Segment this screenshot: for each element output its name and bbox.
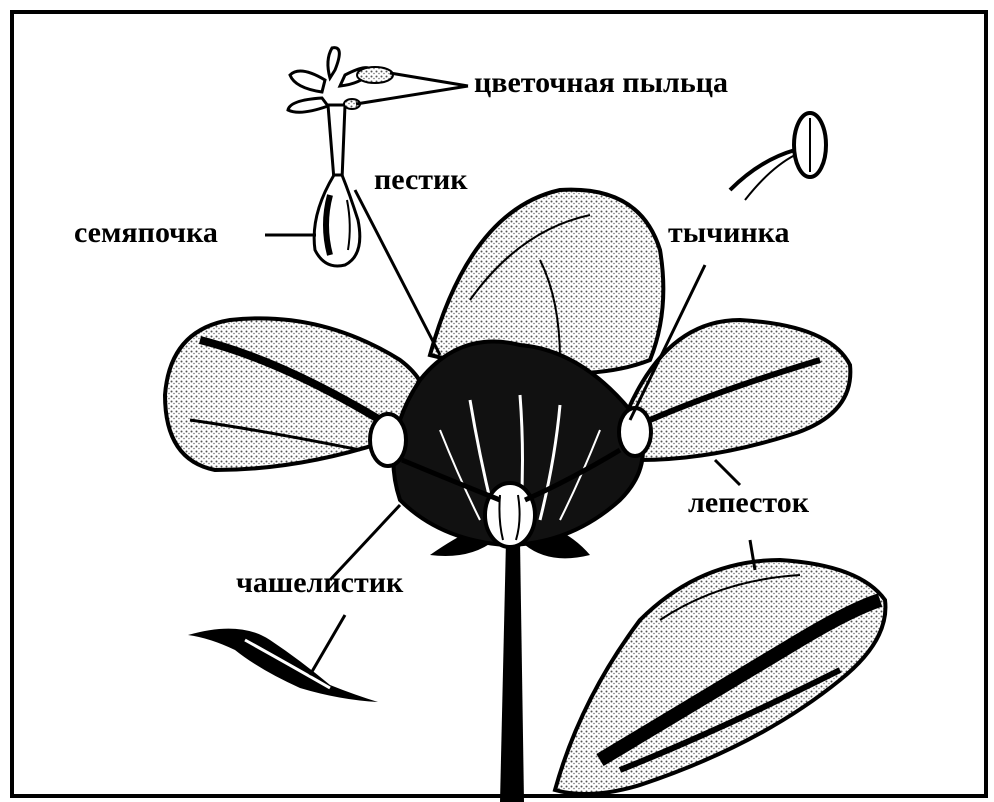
pistil-detail (288, 48, 372, 266)
label-stamen: тычинка (668, 218, 789, 248)
sepal-detail (188, 629, 378, 702)
ovary-shape (485, 483, 535, 547)
label-pistil: пестик (374, 165, 468, 195)
left-anther-shape (370, 414, 406, 466)
stamen-detail (730, 113, 826, 200)
right-anther-shape (619, 408, 651, 456)
stem-shape (500, 540, 524, 802)
label-ovule: семяпочка (74, 218, 218, 248)
label-sepal: чашелистик (236, 568, 403, 598)
label-petal: лепесток (688, 488, 809, 518)
label-pollen: цветочная пыльца (474, 68, 728, 98)
